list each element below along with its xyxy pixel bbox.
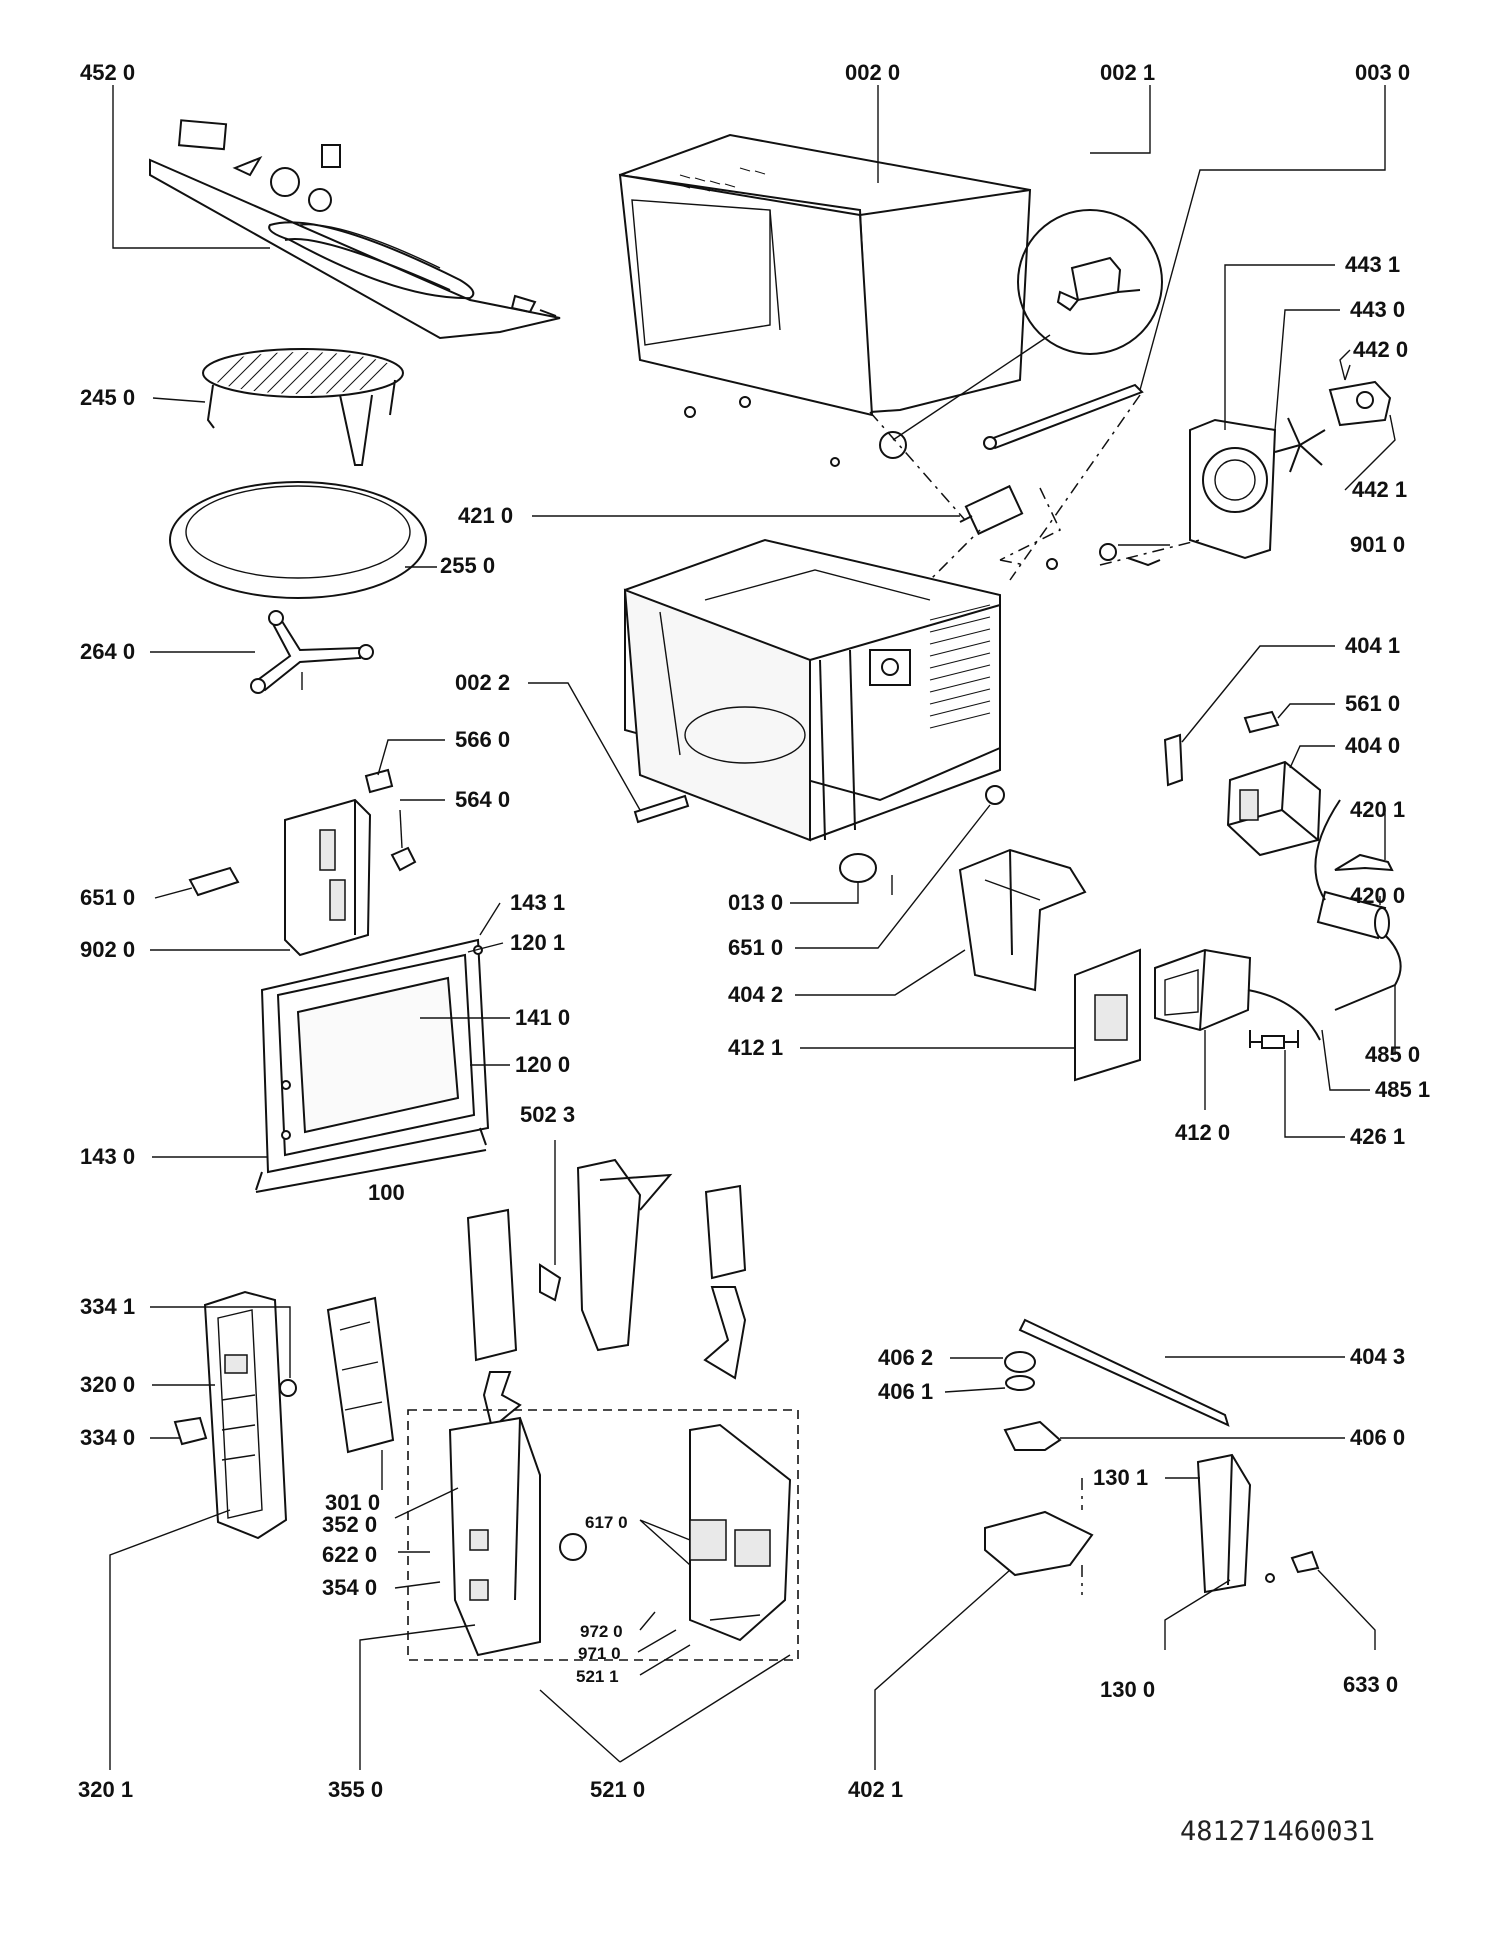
capacitor xyxy=(1314,799,1402,1011)
label-633-0: 633 0 xyxy=(1343,1672,1398,1697)
label-255-0: 255 0 xyxy=(440,553,495,578)
label-651-0-a: 651 0 xyxy=(80,885,135,910)
label-143-0: 143 0 xyxy=(80,1144,135,1169)
label-971-0: 971 0 xyxy=(578,1644,621,1663)
leader-lines xyxy=(109,85,1396,1770)
label-002-0: 002 0 xyxy=(845,60,900,85)
bracket-404-1 xyxy=(1163,733,1184,787)
label-566-0: 566 0 xyxy=(455,727,510,752)
label-443-1: 443 1 xyxy=(1345,252,1400,277)
oven-cavity-chassis xyxy=(623,538,1001,842)
label-412-1: 412 1 xyxy=(728,1035,783,1060)
rail xyxy=(983,383,1144,450)
control-module-boards xyxy=(448,1416,792,1657)
label-622-0: 622 0 xyxy=(322,1542,377,1567)
label-485-1: 485 1 xyxy=(1375,1077,1430,1102)
assembly-lines-top xyxy=(869,394,1201,591)
label-141-0: 141 0 xyxy=(515,1005,570,1030)
label-002-2: 002 2 xyxy=(455,670,510,695)
label-902-0: 902 0 xyxy=(80,937,135,962)
document-number: 481271460031 xyxy=(1180,1816,1375,1847)
door-assembly xyxy=(255,938,490,1193)
label-130-1: 130 1 xyxy=(1093,1465,1148,1490)
label-404-2: 404 2 xyxy=(728,982,783,1007)
label-420-0: 420 0 xyxy=(1350,883,1405,908)
label-355-0: 355 0 xyxy=(328,1777,383,1802)
label-100: 100 xyxy=(368,1180,405,1205)
detail-circle-002-1 xyxy=(1017,209,1163,355)
label-245-0: 245 0 xyxy=(80,385,135,410)
label-901-0: 901 0 xyxy=(1350,532,1405,557)
thermal-switch xyxy=(1243,710,1280,734)
label-334-1: 334 1 xyxy=(80,1294,135,1319)
rod-404-3 xyxy=(1018,1318,1230,1427)
label-002-1: 002 1 xyxy=(1100,60,1155,85)
switch-566 xyxy=(364,768,394,794)
transformer xyxy=(1074,948,1321,1082)
label-406-1: 406 1 xyxy=(878,1379,933,1404)
label-502-3: 502 3 xyxy=(520,1102,575,1127)
label-130-0: 130 0 xyxy=(1100,1677,1155,1702)
label-485-0: 485 0 xyxy=(1365,1042,1420,1067)
mica-sheet xyxy=(984,1510,1094,1577)
label-406-0: 406 0 xyxy=(1350,1425,1405,1450)
label-521-0: 521 0 xyxy=(590,1777,645,1802)
turntable-motor-parts xyxy=(1003,1351,1062,1451)
label-426-1: 426 1 xyxy=(1350,1124,1405,1149)
label-406-2: 406 2 xyxy=(878,1345,933,1370)
label-421-0: 421 0 xyxy=(458,503,513,528)
label-003-0: 003 0 xyxy=(1355,60,1410,85)
label-143-1: 143 1 xyxy=(510,890,565,915)
control-panel xyxy=(173,1290,297,1540)
label-561-0: 561 0 xyxy=(1345,691,1400,716)
board-301 xyxy=(326,1296,395,1454)
switch-564 xyxy=(390,809,417,872)
label-354-0: 354 0 xyxy=(322,1575,377,1600)
roller-support xyxy=(250,610,374,694)
clips xyxy=(1046,543,1161,570)
grill-element-assembly xyxy=(149,119,561,340)
label-264-0: 264 0 xyxy=(80,639,135,664)
label-352-0: 352 0 xyxy=(322,1512,377,1537)
label-334-0: 334 0 xyxy=(80,1425,135,1450)
label-972-0: 972 0 xyxy=(580,1622,623,1641)
label-412-0: 412 0 xyxy=(1175,1120,1230,1145)
label-420-1: 420 1 xyxy=(1350,797,1405,822)
label-443-0: 443 0 xyxy=(1350,297,1405,322)
label-320-1: 320 1 xyxy=(78,1777,133,1802)
label-120-1: 120 1 xyxy=(510,930,565,955)
label-013-0: 013 0 xyxy=(728,890,783,915)
coupler xyxy=(839,853,893,895)
resistor xyxy=(1249,1030,1299,1049)
outer-cabinet xyxy=(618,133,1032,467)
label-452-0: 452 0 xyxy=(80,60,135,85)
label-404-1: 404 1 xyxy=(1345,633,1400,658)
label-320-0: 320 0 xyxy=(80,1372,135,1397)
label-651-0-b: 651 0 xyxy=(728,935,783,960)
label-521-1: 521 1 xyxy=(576,1667,619,1686)
switch-holder xyxy=(1196,1453,1320,1594)
label-442-0: 442 0 xyxy=(1353,337,1408,362)
label-120-0: 120 0 xyxy=(515,1052,570,1077)
door-latch-frame xyxy=(188,798,372,957)
label-564-0: 564 0 xyxy=(455,787,510,812)
grill-rack xyxy=(202,348,404,466)
control-module-frame xyxy=(407,1409,799,1661)
control-boards-top xyxy=(466,1158,747,1430)
fan-motor-assembly xyxy=(1189,364,1392,560)
small-motor xyxy=(959,484,1024,536)
label-301-0: 301 0 xyxy=(325,1490,380,1515)
part-labels: 452 0 002 0 002 1 003 0 443 1 443 0 442 … xyxy=(78,60,1430,1847)
cover-404-2 xyxy=(958,785,1087,992)
relay-block xyxy=(1226,760,1322,857)
label-404-0: 404 0 xyxy=(1345,733,1400,758)
label-617-0: 617 0 xyxy=(585,1513,628,1532)
label-402-1: 402 1 xyxy=(848,1777,903,1802)
turntable-plate xyxy=(169,481,427,599)
label-404-3: 404 3 xyxy=(1350,1344,1405,1369)
label-442-1: 442 1 xyxy=(1352,477,1407,502)
